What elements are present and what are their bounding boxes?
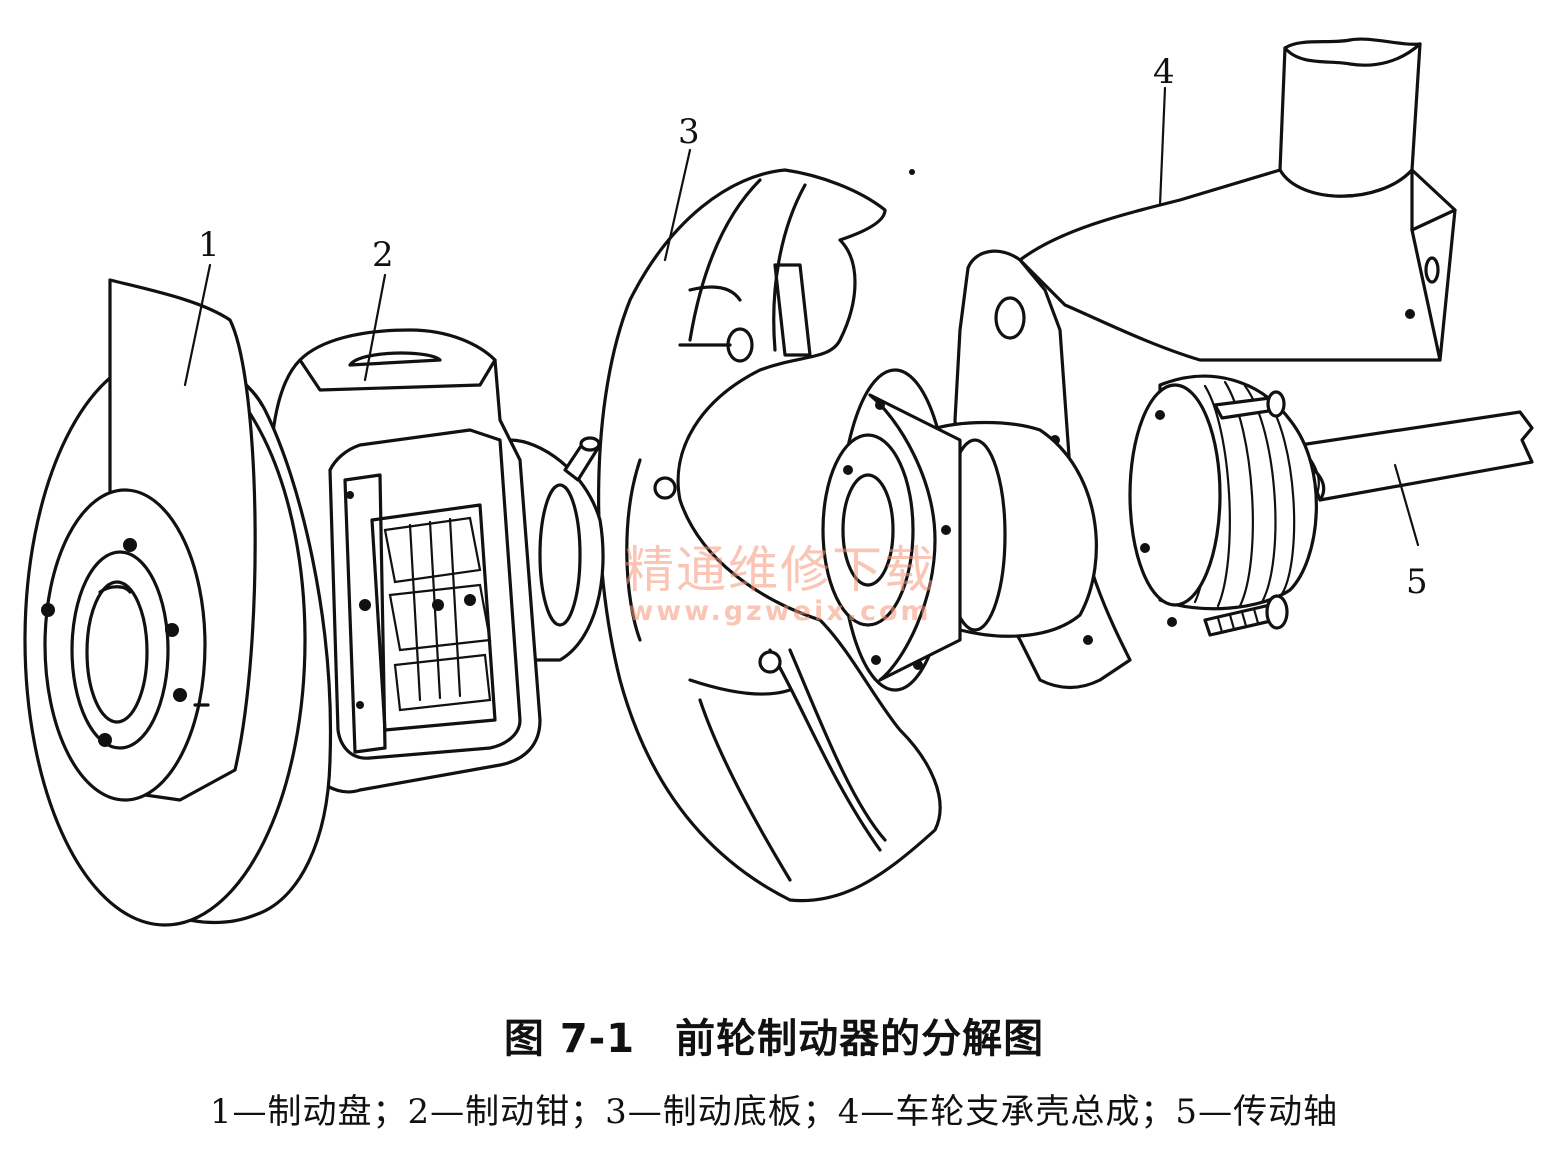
figure-caption: 图 7-1 前轮制动器的分解图	[0, 1006, 1548, 1064]
wheel-bearing-housing	[928, 37, 1457, 690]
callout-2: 2	[372, 235, 394, 275]
figure-number: 图 7-1	[503, 1016, 636, 1062]
leader-3	[663, 148, 692, 262]
wheel-hub	[821, 368, 962, 692]
callout-4: 4	[1153, 52, 1175, 92]
leader-1	[183, 263, 212, 387]
callout-5: 5	[1406, 562, 1428, 602]
brake-backing-plate	[597, 168, 942, 903]
figure-title: 前轮制动器的分解图	[675, 1016, 1045, 1062]
callout-3: 3	[678, 112, 700, 152]
leader-4	[1158, 86, 1167, 207]
watermark: 精通维修下载 www.gzweix.com	[600, 530, 960, 627]
parts-legend: 1—制动盘；2—制动钳；3—制动底板；4—车轮支承壳总成；5—传动轴	[209, 1092, 1339, 1132]
stray-dot	[909, 169, 915, 175]
leader-2	[363, 273, 387, 382]
callout-1: 1	[198, 225, 220, 265]
watermark-text: 精通维修下载	[624, 541, 936, 599]
cv-joint-boot	[1128, 374, 1318, 637]
leader-5	[1393, 463, 1420, 547]
watermark-url: www.gzweix.com	[628, 596, 932, 627]
leader-lines	[183, 86, 1420, 547]
brake-disc	[23, 278, 333, 927]
drive-shaft	[1288, 410, 1534, 502]
